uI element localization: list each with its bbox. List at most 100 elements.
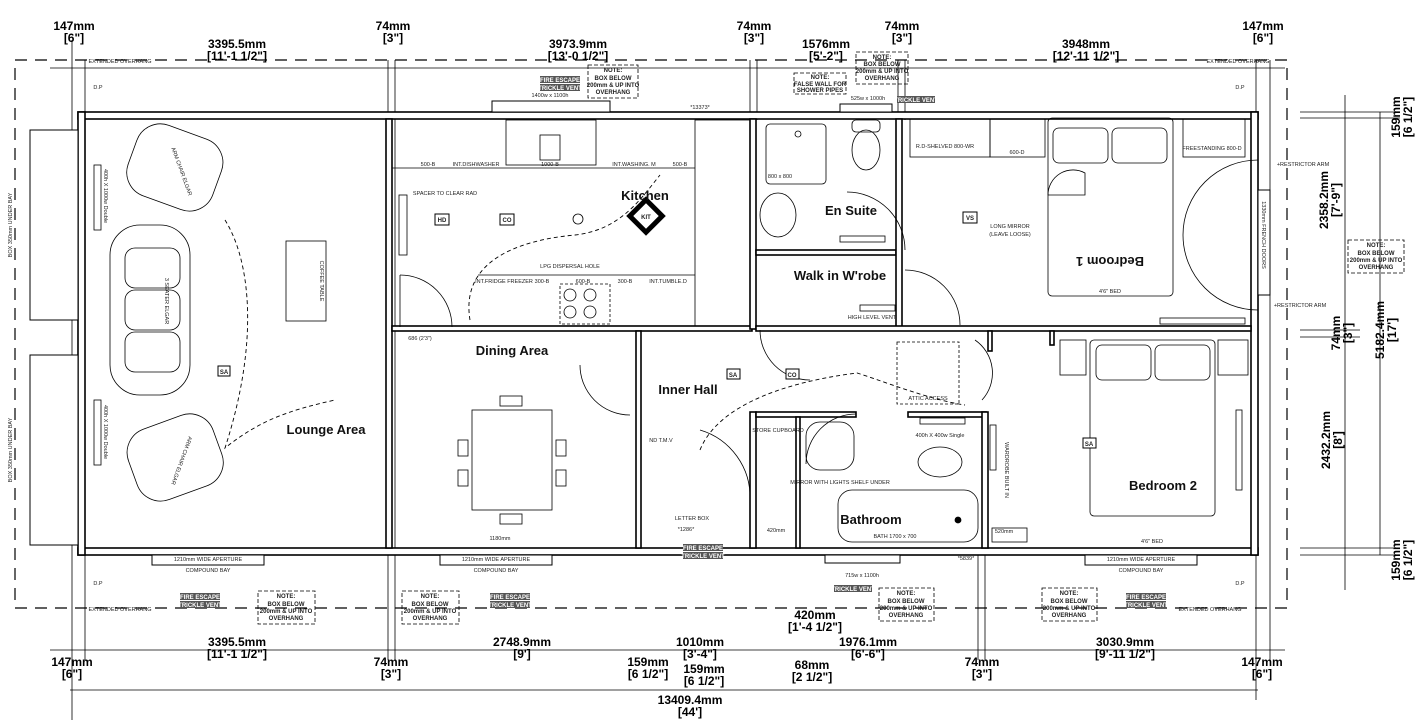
svg-text:[11'-1 1/2"]: [11'-1 1/2"] xyxy=(207,647,267,661)
svg-text:[1'-4 1/2"]: [1'-4 1/2"] xyxy=(788,620,842,634)
svg-text:BOX BELOW: BOX BELOW xyxy=(1051,599,1088,605)
unit-label: 500-B xyxy=(421,162,436,168)
svg-text:[6"]: [6"] xyxy=(64,31,84,45)
svg-text:[8']: [8'] xyxy=(1331,431,1345,449)
svg-text:BOX BELOW: BOX BELOW xyxy=(888,599,925,605)
extended-overhang-outline xyxy=(14,59,1288,609)
box-under-bay-1: BOX 350mm UNDER BAY xyxy=(8,192,14,257)
svg-text:OVERHANG: OVERHANG xyxy=(865,76,900,82)
spacer-note: SPACER TO CLEAR RAD xyxy=(413,191,477,197)
svg-text:TRICKLE VENT: TRICKLE VENT xyxy=(681,554,725,560)
svg-text:[3'-4"]: [3'-4"] xyxy=(683,647,717,661)
restrictor-arm-1: +RESTRICTOR ARM xyxy=(1277,162,1330,168)
armchair-label-2: ARM CHAIR ELGAR xyxy=(169,435,192,485)
attic-access-label: ATTIC ACCESS xyxy=(908,396,948,402)
svg-text:3395.5mm: 3395.5mm xyxy=(208,37,266,51)
svg-text:OVERHANG: OVERHANG xyxy=(1052,613,1087,619)
svg-text:FALSE WALL FOR: FALSE WALL FOR xyxy=(794,82,847,88)
french-doors-label: 1330mm FRENCH DOORS xyxy=(1260,201,1266,269)
svg-text:BOX BELOW: BOX BELOW xyxy=(1358,251,1395,257)
total-length: 13409.4mm xyxy=(658,693,723,707)
wardrobe-shelved: R.D-SHELVED 800-WR xyxy=(916,144,974,150)
note-box-false-wall: NOTE: FALSE WALL FOR SHOWER PIPES xyxy=(793,72,847,95)
svg-text:[3"]: [3"] xyxy=(381,667,401,681)
svg-text:OVERHANG: OVERHANG xyxy=(1359,265,1394,271)
svg-text:BOX BELOW: BOX BELOW xyxy=(268,602,305,608)
svg-text:3395.5mm: 3395.5mm xyxy=(208,635,266,649)
overhang-label-bottom-left: EXTENDED OVERHANG xyxy=(89,607,152,613)
svg-text:2432.2mm: 2432.2mm xyxy=(1319,411,1333,469)
ceiling-light-icon xyxy=(572,213,584,225)
svg-text:[5'-2"]: [5'-2"] xyxy=(809,49,843,63)
unit-label: INT.FRIDGE FREEZER xyxy=(475,279,533,285)
svg-text:200mm & UP INTO: 200mm & UP INTO xyxy=(880,606,933,612)
unit-label: 300-B xyxy=(535,279,550,285)
unit-label: INT.WASHING. M xyxy=(612,162,656,168)
right-dimensions: 159mm[6 1/2"] 2358.2mm[7'-9"] 74mm[3"] 5… xyxy=(1317,96,1415,580)
dining-dim: 1180mm xyxy=(490,536,511,542)
svg-text:[12'-11 1/2"]: [12'-11 1/2"] xyxy=(1053,49,1120,63)
bedroom2-furniture xyxy=(1059,339,1249,517)
window-size-bottom: 715w x 1100h xyxy=(845,573,879,579)
svg-text:74mm: 74mm xyxy=(376,19,411,33)
unit-label: INT.TUMBLE.D xyxy=(649,279,687,285)
long-mirror: LONG MIRROR xyxy=(990,224,1029,230)
overhang-label-top-left: EXTENDED OVERHANG xyxy=(89,59,152,65)
dim-13373: *13373* xyxy=(690,105,710,111)
room-label-dining: Dining Area xyxy=(476,343,549,358)
room-label-bathroom: Bathroom xyxy=(840,512,901,527)
unit-label: 1000-B xyxy=(541,162,559,168)
svg-text:[17']: [17'] xyxy=(1385,318,1399,342)
ensuite-fixtures xyxy=(759,119,896,312)
room-label-inner-hall: Inner Hall xyxy=(658,382,717,397)
window-size-top2: 525w x 1000h xyxy=(851,96,885,102)
lighting-circuit-hall xyxy=(699,372,966,451)
letter-box-label: LETTER BOX xyxy=(675,516,710,522)
svg-text:1010mm: 1010mm xyxy=(676,635,724,649)
top-dimensions: 147mm[6"] 3395.5mm[11'-1 1/2"] 74mm[3"] … xyxy=(53,19,1283,63)
kitchen-units xyxy=(392,119,751,327)
fire-escape-tags: FIRE ESCAPE TRICKLE VENT TRICKLE VENT FI… xyxy=(178,76,1168,609)
box-under-bay-2: BOX 350mm UNDER BAY xyxy=(8,417,14,482)
svg-text:200mm & UP INTO: 200mm & UP INTO xyxy=(260,609,313,615)
co-tag-hall: CO xyxy=(788,373,797,379)
bay-aperture-3: 1210mm WIDE APERTURE xyxy=(1107,557,1176,563)
unit-label: INT.DISHWASHER xyxy=(453,162,500,168)
svg-text:NOTE:: NOTE: xyxy=(604,68,623,74)
sa-tag-hall: SA xyxy=(729,373,738,379)
svg-text:5182.4mm: 5182.4mm xyxy=(1373,301,1387,359)
dim-520: 520mm xyxy=(995,529,1014,535)
windows xyxy=(29,100,1271,566)
note-box-bottom-3: NOTE: BOX BELOW 200mm & UP INTO OVERHANG xyxy=(878,587,935,622)
exterior-walls xyxy=(77,111,1259,556)
svg-text:[6 1/2"]: [6 1/2"] xyxy=(684,674,724,688)
store-cupboard-label: STORE CUPBOARD xyxy=(752,428,804,434)
svg-text:200mm & UP INTO: 200mm & UP INTO xyxy=(1043,606,1096,612)
bedroom1-furniture xyxy=(909,117,1246,325)
bay-label-3: COMPOUND BAY xyxy=(1119,568,1164,574)
leave-loose: (LEAVE LOOSE) xyxy=(989,232,1031,238)
note-box-bottom-2: NOTE: BOX BELOW 200mm & UP INTO OVERHANG xyxy=(401,590,460,625)
bed2-size: 4'6" BED xyxy=(1141,539,1163,545)
svg-text:[6"]: [6"] xyxy=(1252,667,1272,681)
svg-text:OVERHANG: OVERHANG xyxy=(413,616,448,622)
dp-label-4: D.P xyxy=(1235,581,1245,587)
dim-1286: *1286* xyxy=(678,527,695,533)
svg-text:KIT: KIT xyxy=(641,215,651,221)
note-box-top-kitchen: NOTE: BOX BELOW 200mm & UP INTO OVERHANG xyxy=(587,64,640,99)
svg-text:3973.9mm: 3973.9mm xyxy=(549,37,607,51)
svg-text:147mm: 147mm xyxy=(1242,19,1283,33)
dp-label-3: D.P xyxy=(93,581,103,587)
svg-text:[2 1/2"]: [2 1/2"] xyxy=(792,670,832,684)
svg-text:74mm: 74mm xyxy=(737,19,772,33)
dp-label-1: D.P xyxy=(93,85,103,91)
svg-text:68mm: 68mm xyxy=(795,658,830,672)
note-box-bottom-4: NOTE: BOX BELOW 200mm & UP INTO OVERHANG xyxy=(1041,587,1098,622)
svg-text:159mm: 159mm xyxy=(1389,96,1403,137)
svg-text:[6"]: [6"] xyxy=(62,667,82,681)
svg-text:[3"]: [3"] xyxy=(972,667,992,681)
svg-text:2748.9mm: 2748.9mm xyxy=(493,635,551,649)
svg-text:200mm & UP INTO: 200mm & UP INTO xyxy=(856,69,909,75)
svg-text:FIRE ESCAPE: FIRE ESCAPE xyxy=(683,546,723,552)
svg-text:BOX BELOW: BOX BELOW xyxy=(412,602,449,608)
